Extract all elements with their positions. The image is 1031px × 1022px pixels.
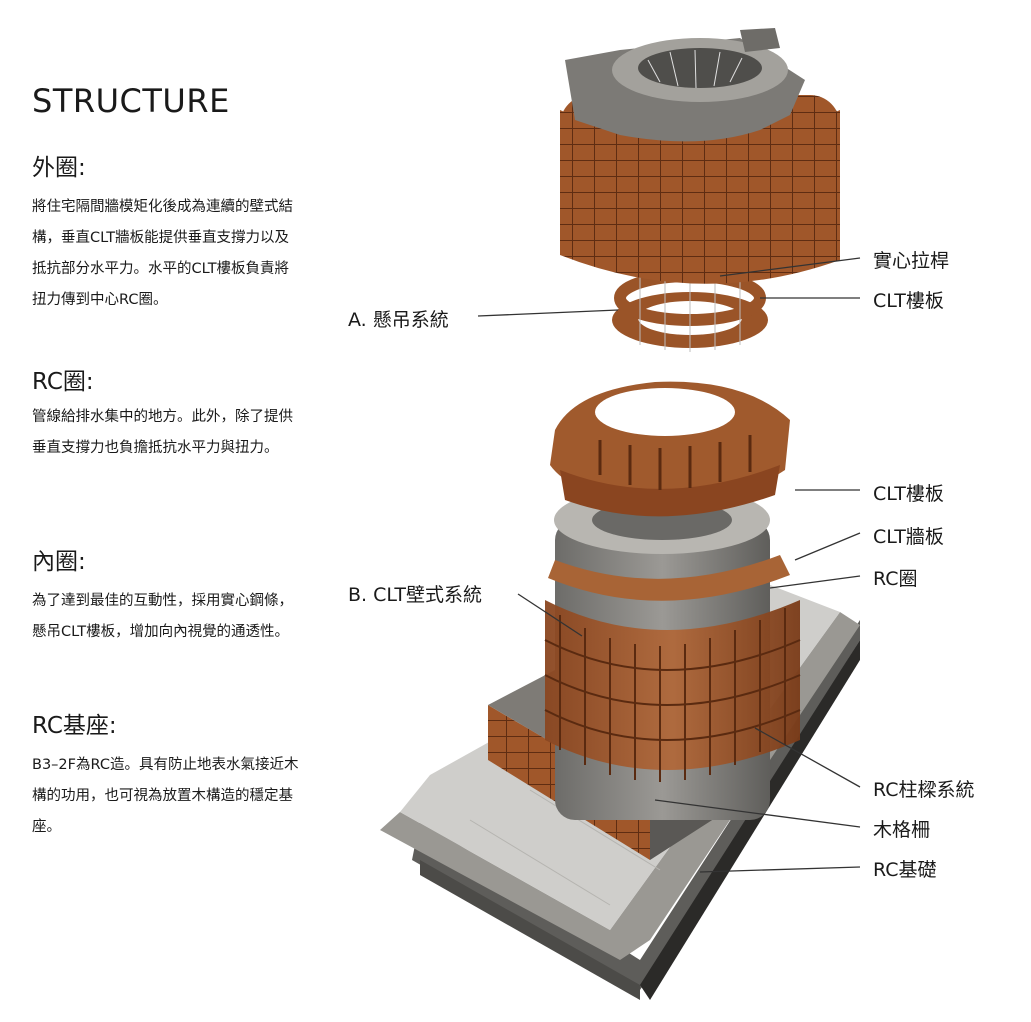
- label-clt-floor-top: CLT樓板: [873, 290, 944, 312]
- label-solid-rod: 實心拉桿: [873, 250, 950, 272]
- section-heading-rc-base: RC基座:: [32, 713, 117, 739]
- label-timber-grille: 木格柵: [873, 819, 931, 841]
- section-heading-inner-ring: 內圈:: [32, 549, 86, 575]
- middle-clt-floor-stack: [550, 381, 790, 517]
- label-rc-beam-column: RC柱樑系統: [873, 779, 975, 801]
- label-clt-floor-mid: CLT樓板: [873, 483, 944, 505]
- label-rc-foundation: RC基礎: [873, 859, 937, 881]
- upper-tower: [560, 28, 840, 284]
- section-text-rc-base: B3–2F為RC造。具有防止地表水氣接近木構的功用，也可視為放置木構造的穩定基座…: [32, 757, 299, 835]
- section-text-rc-ring: 管線給排水集中的地方。此外，除了提供垂直支撐力也負擔抵抗水平力與扭力。: [32, 409, 293, 456]
- label-suspension-system: A. 懸吊系統: [348, 309, 449, 331]
- section-heading-rc-ring: RC圈:: [32, 369, 94, 395]
- section-text-outer-ring: 將住宅隔間牆模矩化後成為連續的壁式結構，垂直CLT牆板能提供垂直支撐力以及抵抗部…: [32, 199, 293, 308]
- label-rc-ring: RC圈: [873, 568, 918, 590]
- section-text-inner-ring: 為了達到最佳的互動性，採用實心鋼條，懸吊CLT樓板，增加向內視覺的通透性。: [32, 593, 293, 640]
- leader-lines: [477, 257, 861, 873]
- page-title: STRUCTURE: [32, 82, 230, 120]
- label-clt-wall: CLT牆板: [873, 526, 944, 548]
- lower-tower: [544, 486, 801, 820]
- label-clt-wall-system: B. CLT壁式系統: [348, 584, 482, 606]
- section-heading-outer-ring: 外圈:: [32, 155, 86, 181]
